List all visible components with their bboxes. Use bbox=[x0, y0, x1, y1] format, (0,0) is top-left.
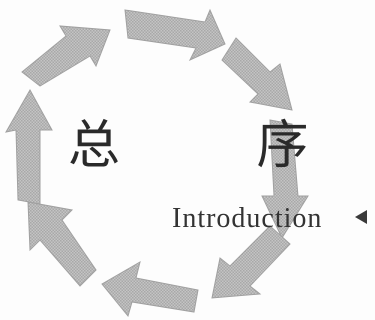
page-title-english: Introduction bbox=[172, 205, 322, 233]
page-title-chinese: 总 序 bbox=[68, 120, 369, 172]
cycle-arrow-segment bbox=[102, 262, 198, 316]
cycle-arrow-segment bbox=[6, 90, 52, 204]
cycle-arrow-segment bbox=[28, 202, 96, 286]
cycle-arrow-segment bbox=[125, 10, 225, 60]
cycle-arrow-segment bbox=[212, 226, 290, 298]
left-pointing-triangle-icon bbox=[354, 209, 368, 225]
cycle-arrow-segment bbox=[22, 26, 110, 86]
cycle-arrow-segment bbox=[222, 38, 292, 110]
